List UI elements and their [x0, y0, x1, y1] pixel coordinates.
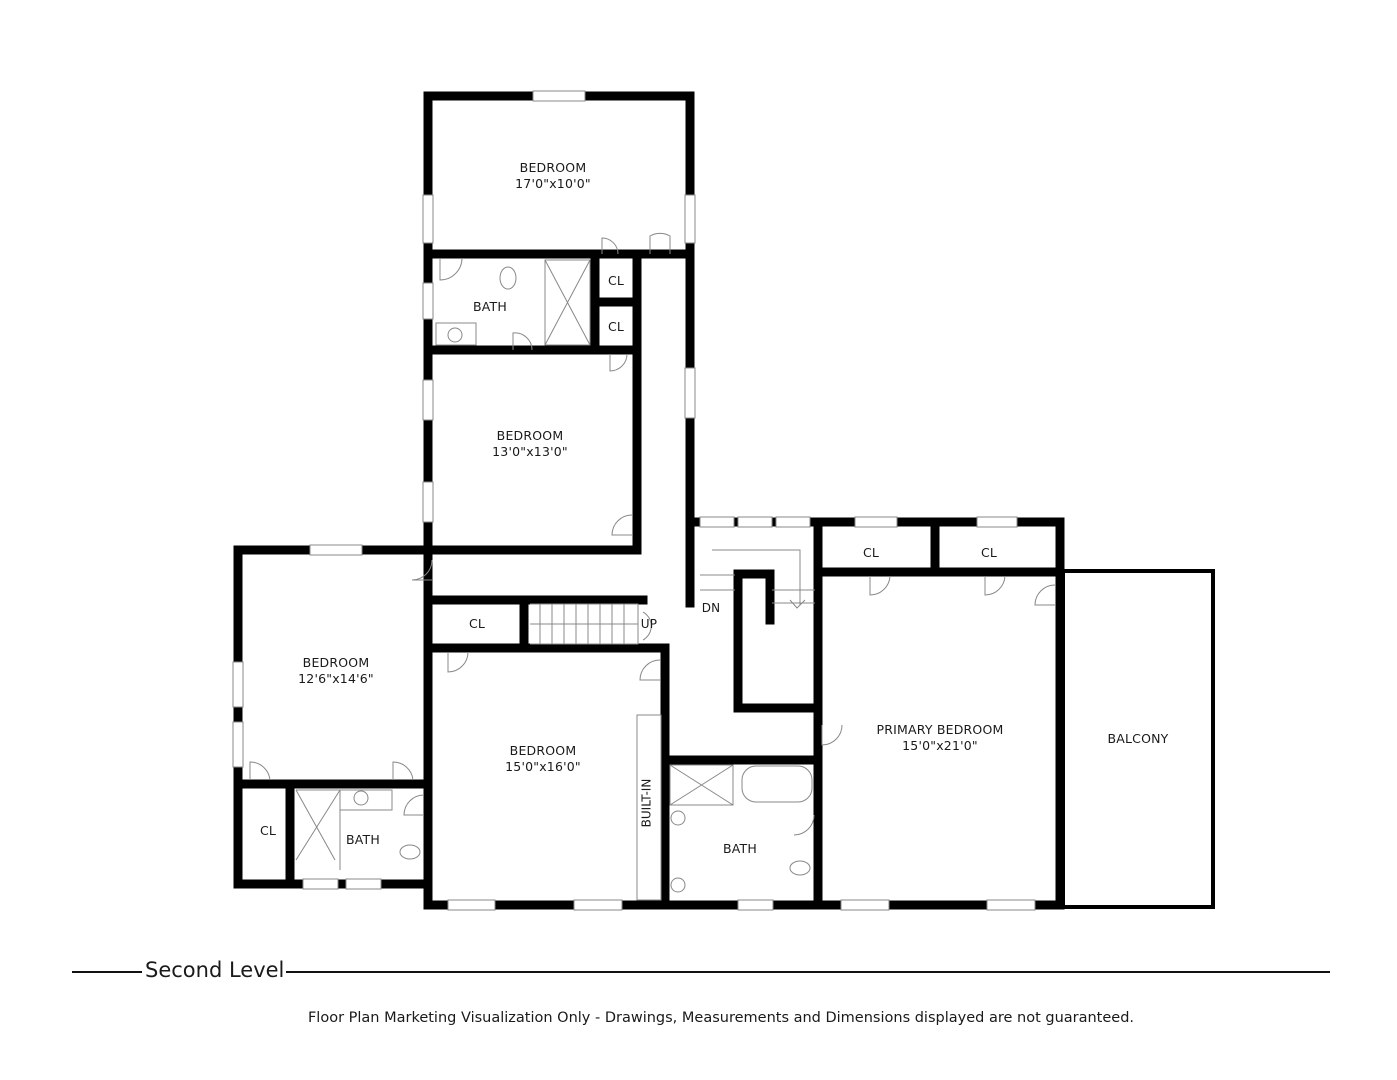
- stair-up-label: UP: [640, 617, 658, 631]
- room-name: BATH: [723, 841, 757, 856]
- disclaimer-text: Floor Plan Marketing Visualization Only …: [307, 1010, 1135, 1026]
- room-label-cl-4: CL: [469, 616, 485, 632]
- room-name: CL: [607, 319, 625, 334]
- room-label-bedroom-1: BEDROOM 17'0"x10'0": [515, 160, 591, 192]
- room-label-cl-1: CL: [608, 273, 624, 289]
- room-label-bedroom-3: BEDROOM 12'6"x14'6": [298, 655, 374, 687]
- room-label-bedroom-2: BEDROOM 13'0"x13'0": [492, 428, 568, 460]
- room-name: BEDROOM: [519, 160, 587, 175]
- room-name: CL: [607, 273, 625, 288]
- room-name: BEDROOM: [302, 655, 370, 670]
- room-label-balcony: BALCONY: [1107, 731, 1168, 747]
- room-label-cl-2: CL: [608, 319, 624, 335]
- room-dimensions: 17'0"x10'0": [515, 176, 591, 191]
- room-label-bath-3: BATH: [723, 841, 757, 857]
- room-name: PRIMARY BEDROOM: [876, 722, 1004, 737]
- room-name: CL: [468, 616, 486, 631]
- level-rule-right: [278, 971, 1330, 973]
- room-dimensions: 12'6"x14'6": [298, 671, 374, 686]
- room-label-primary-bedroom: PRIMARY BEDROOM 15'0"x21'0": [877, 722, 1004, 754]
- room-label-cl-6: CL: [981, 545, 997, 561]
- room-label-built-in: BUILT-IN: [639, 778, 654, 828]
- room-name: CL: [980, 545, 998, 560]
- room-dimensions: 13'0"x13'0": [492, 444, 568, 459]
- room-name: BEDROOM: [496, 428, 564, 443]
- room-label-bedroom-4: BEDROOM 15'0"x16'0": [505, 743, 581, 775]
- room-name: CL: [259, 823, 277, 838]
- room-name: BATH: [473, 299, 507, 314]
- room-name: BATH: [346, 832, 380, 847]
- room-label-bath-2: BATH: [346, 832, 380, 848]
- room-label-bath-1: BATH: [473, 299, 507, 315]
- room-name: CL: [862, 545, 880, 560]
- room-name: BEDROOM: [509, 743, 577, 758]
- room-name: BALCONY: [1107, 731, 1169, 746]
- room-label-cl-3: CL: [260, 823, 276, 839]
- room-label-cl-5: CL: [863, 545, 879, 561]
- stair-down-label: DN: [701, 601, 721, 615]
- level-title: Second Level: [143, 958, 287, 982]
- room-dimensions: 15'0"x16'0": [505, 759, 581, 774]
- level-rule-left: [72, 971, 142, 973]
- room-dimensions: 15'0"x21'0": [902, 738, 978, 753]
